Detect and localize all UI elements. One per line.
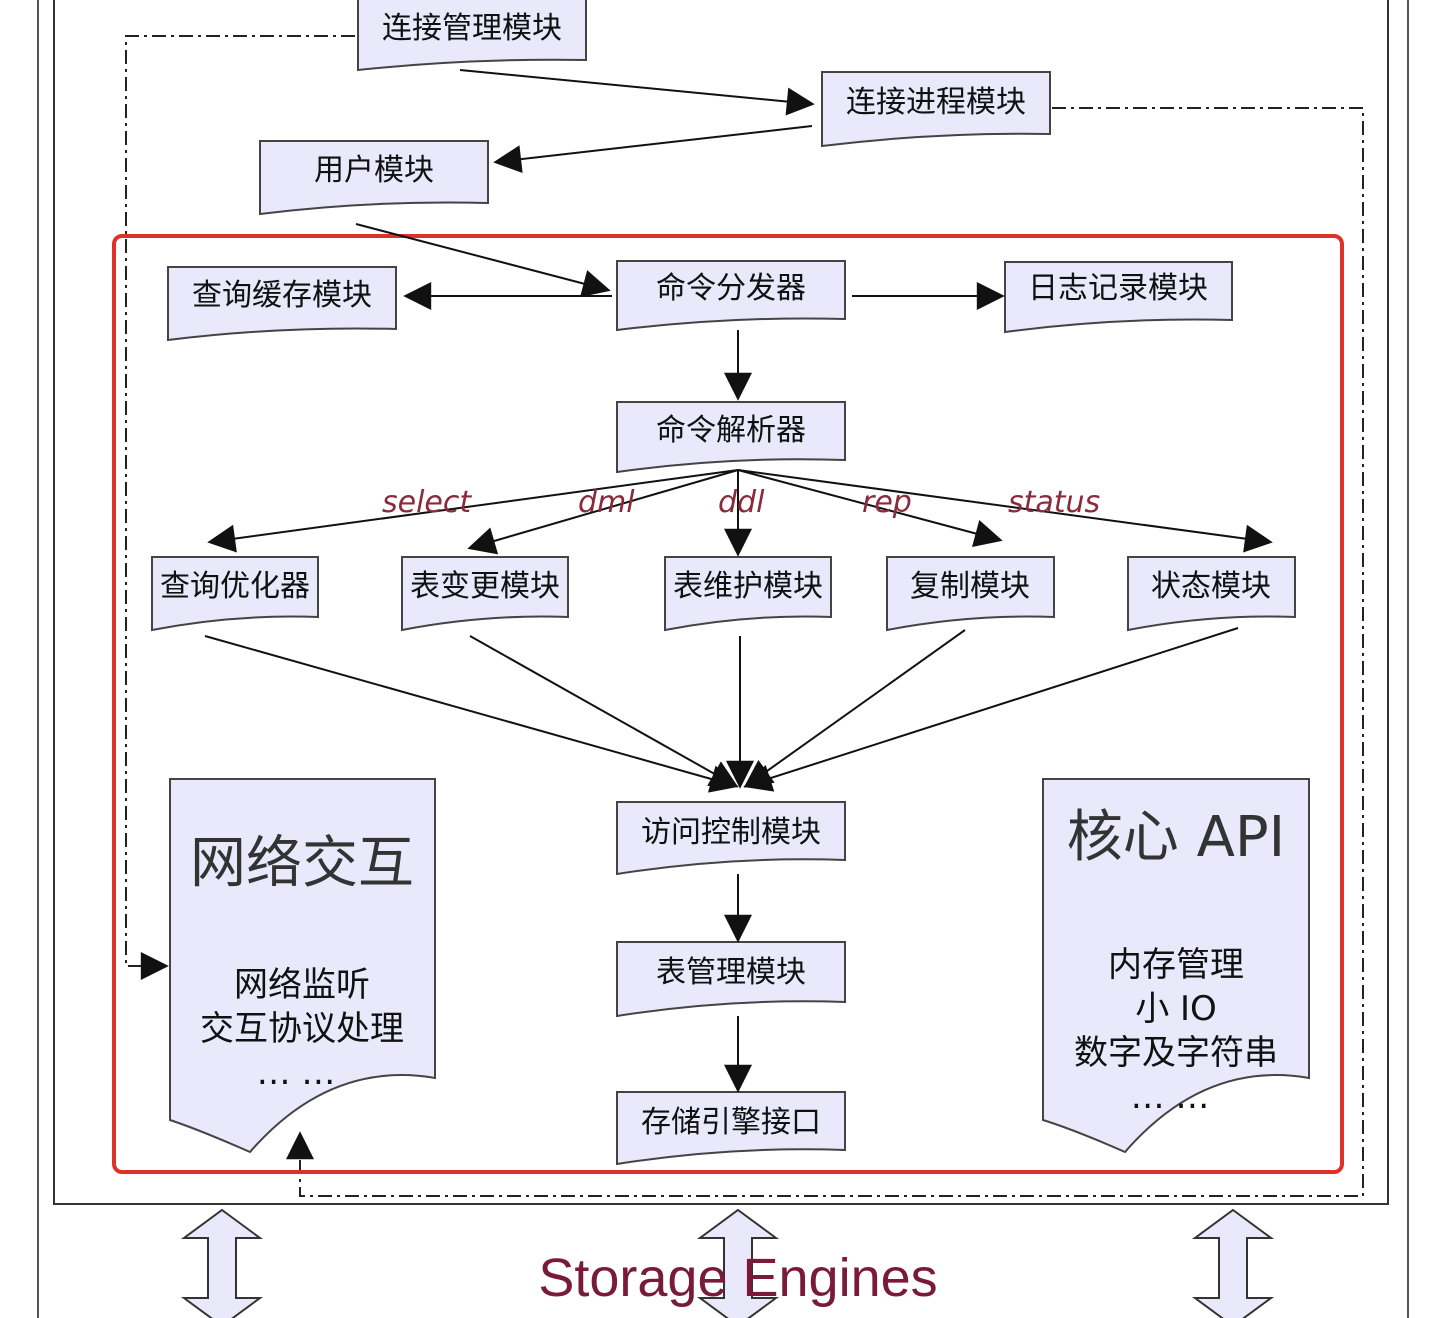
- edge-label-dml: dml: [578, 485, 635, 520]
- svg-text:网络监听: 网络监听: [234, 965, 370, 1005]
- svg-text:查询优化器: 查询优化器: [160, 569, 310, 604]
- svg-text:表变更模块: 表变更模块: [410, 569, 560, 604]
- node-table-mgr: 表管理模块: [616, 941, 846, 1018]
- svg-text:表管理模块: 表管理模块: [656, 955, 806, 990]
- edge-label-status: status: [1008, 485, 1100, 520]
- svg-text:复制模块: 复制模块: [910, 569, 1030, 604]
- arrows: [204, 69, 1273, 1093]
- node-user: 用户模块: [259, 140, 489, 216]
- svg-text:内存管理: 内存管理: [1108, 945, 1244, 985]
- svg-text:表维护模块: 表维护模块: [673, 569, 823, 604]
- storage-arrows: [180, 1208, 1275, 1318]
- node-log: 日志记录模块: [1004, 261, 1233, 334]
- svg-text:… …: … …: [257, 1053, 336, 1093]
- panel-network: 网络交互 网络监听 交互协议处理 … …: [169, 778, 436, 1154]
- node-conn-mgr: 连接管理模块: [357, 0, 587, 72]
- panel-core-api: 核心 API 内存管理 小 IO 数字及字符串 … …: [1042, 778, 1310, 1154]
- node-storage-iface: 存储引擎接口: [616, 1091, 846, 1166]
- node-replication: 复制模块: [886, 556, 1055, 632]
- svg-text:数字及字符串: 数字及字符串: [1074, 1033, 1278, 1073]
- svg-text:状态模块: 状态模块: [1151, 569, 1271, 604]
- highlight-frame: [112, 234, 1344, 1174]
- svg-text:访问控制模块: 访问控制模块: [641, 815, 821, 850]
- svg-text:连接管理模块: 连接管理模块: [382, 11, 562, 46]
- edge-label-ddl: ddl: [718, 485, 765, 520]
- outer-frame: [37, 0, 1409, 1318]
- svg-text:用户模块: 用户模块: [314, 153, 434, 188]
- node-table-change: 表变更模块: [401, 556, 569, 632]
- node-status: 状态模块: [1127, 556, 1296, 632]
- svg-text:查询缓存模块: 查询缓存模块: [192, 278, 372, 313]
- node-access-ctrl: 访问控制模块: [616, 801, 846, 876]
- svg-text:日志记录模块: 日志记录模块: [1028, 271, 1208, 306]
- node-cmd-dispatch: 命令分发器: [616, 260, 846, 332]
- svg-text:核心 API: 核心 API: [1067, 805, 1285, 870]
- node-cmd-parser: 命令解析器: [616, 401, 846, 474]
- svg-text:交互协议处理: 交互协议处理: [200, 1009, 404, 1049]
- storage-engines-label: Storage Engines: [538, 1248, 937, 1308]
- node-conn-proc: 连接进程模块: [821, 71, 1051, 148]
- svg-text:命令解析器: 命令解析器: [656, 413, 806, 448]
- node-optimizer: 查询优化器: [151, 556, 319, 632]
- svg-text:存储引擎接口: 存储引擎接口: [641, 1105, 821, 1140]
- svg-text:网络交互: 网络交互: [190, 831, 414, 896]
- svg-text:连接进程模块: 连接进程模块: [846, 85, 1026, 120]
- dash-dot-connectors: [125, 35, 1364, 1197]
- svg-text:小 IO: 小 IO: [1135, 989, 1217, 1029]
- node-query-cache: 查询缓存模块: [167, 266, 397, 342]
- svg-text:命令分发器: 命令分发器: [656, 271, 806, 306]
- node-table-maint: 表维护模块: [664, 556, 832, 632]
- svg-text:… …: … …: [1131, 1077, 1210, 1117]
- edge-label-rep: rep: [862, 485, 912, 520]
- server-frame: [53, 0, 1389, 1205]
- edge-label-select: select: [382, 485, 472, 520]
